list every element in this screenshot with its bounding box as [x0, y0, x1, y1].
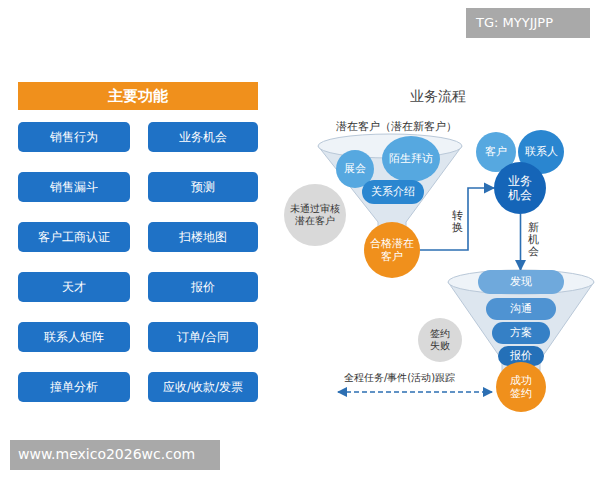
node-text: 预测	[151, 180, 255, 194]
function-box: 天才	[18, 272, 130, 302]
tracking-arrow	[338, 391, 492, 393]
rejected-lead-circle: 未通过审核潜在客户	[284, 184, 346, 246]
funnel-stage: 方案	[492, 322, 550, 344]
flow-arrow	[520, 214, 522, 270]
function-box: 预测	[148, 172, 258, 202]
function-box: 报价	[148, 272, 258, 302]
node-text: 客户	[481, 145, 511, 158]
node-text: 签约失败	[429, 328, 451, 352]
watermark: www.mexico2026wc.com	[18, 446, 195, 463]
tracking-label: 全程任务/事件(活动)跟踪	[342, 372, 457, 384]
header-band: 主要功能	[18, 82, 258, 110]
function-box: 应收/收款/发票	[148, 372, 258, 402]
qualified-lead-circle: 合格潜在客户	[364, 222, 420, 278]
funnel-stage: 沟通	[486, 298, 556, 320]
funnel-stage: 发现	[478, 270, 564, 294]
node-text: 发现	[486, 275, 556, 288]
node-text: 业务机会	[507, 174, 533, 203]
node-text: 订单/合同	[151, 330, 255, 344]
opportunity-circle: 业务机会	[494, 162, 546, 214]
edge-label: 新机会	[528, 222, 539, 258]
node-text: 应收/收款/发票	[151, 380, 255, 394]
panel-title: 业务流程	[410, 88, 466, 105]
function-box: 客户工商认证	[18, 222, 130, 252]
watermark-box	[466, 8, 590, 38]
won-deal-circle: 成功签约	[496, 362, 546, 412]
node-text: 成功签约	[509, 374, 533, 400]
lead-source-pill: 关系介绍	[362, 180, 424, 204]
node-text: 主要功能	[38, 87, 238, 105]
function-box: 订单/合同	[148, 322, 258, 352]
function-box: 业务机会	[148, 122, 258, 152]
watermark: TG: MYYJJPP	[476, 15, 553, 31]
node-text: 撞单分析	[22, 380, 126, 394]
function-box: 销售行为	[18, 122, 130, 152]
node-text: 报价	[503, 349, 539, 362]
node-text: 报价	[151, 280, 255, 294]
function-box: 销售漏斗	[18, 172, 130, 202]
node-text: 销售漏斗	[22, 180, 126, 194]
lead-caption: 潜在客户（潜在新客户）	[336, 120, 457, 133]
node-text: 联系人矩阵	[22, 330, 126, 344]
node-text: 扫楼地图	[151, 230, 255, 244]
function-box: 联系人矩阵	[18, 322, 130, 352]
node-text: 沟通	[493, 302, 549, 315]
node-text: 合格潜在客户	[369, 237, 415, 263]
flow-arrow	[420, 188, 494, 250]
funnel-rim	[448, 270, 594, 294]
node-text: 方案	[498, 326, 544, 339]
node-text: 销售行为	[22, 130, 126, 144]
node-text: 天才	[22, 280, 126, 294]
node-text: 展会	[340, 162, 370, 175]
lead-source-circle: 陌生拜访	[382, 136, 440, 182]
failed-deal-circle: 签约失败	[418, 318, 462, 362]
function-box: 扫楼地图	[148, 222, 258, 252]
node-text: 客户工商认证	[22, 230, 126, 244]
node-text: 业务机会	[151, 130, 255, 144]
edge-label: 转换	[452, 210, 463, 234]
node-text: 陌生拜访	[387, 152, 435, 165]
watermark-box	[10, 440, 220, 470]
function-box: 撞单分析	[18, 372, 130, 402]
node-text: 未通过审核潜在客户	[289, 203, 341, 227]
node-text: 联系人	[522, 145, 560, 158]
node-text: 关系介绍	[365, 185, 421, 198]
